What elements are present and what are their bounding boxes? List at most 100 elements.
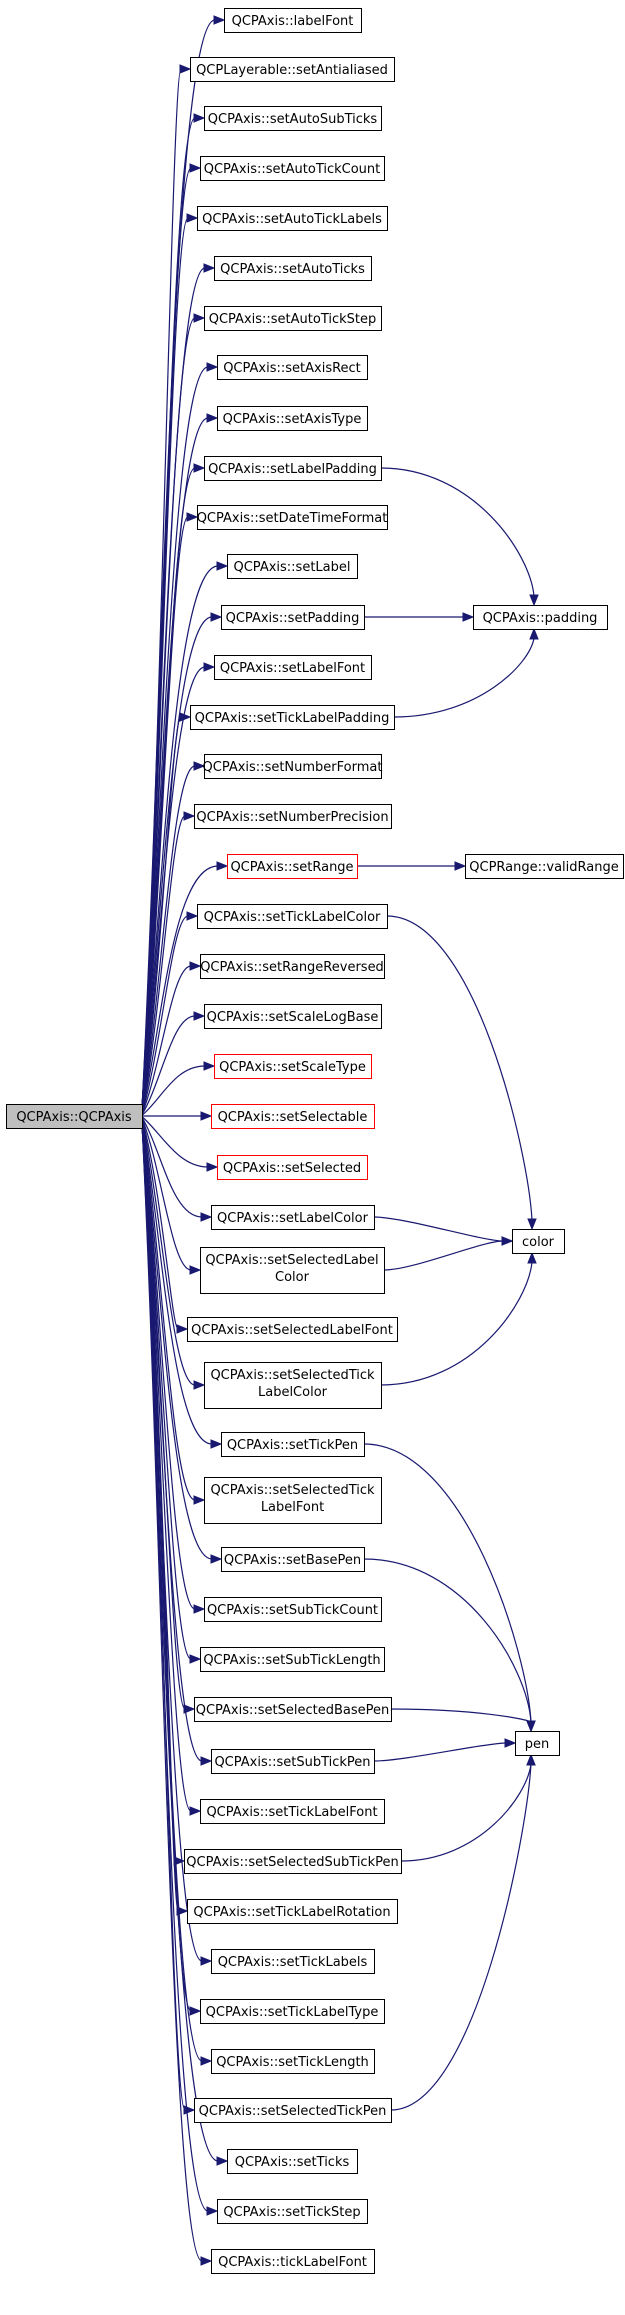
node-setLabelPadding-box — [204, 456, 382, 481]
node-setSelectedLabelColor-label-2: Color — [275, 1270, 310, 1285]
node-setSubTickPen[interactable]: QCPAxis::setSubTickPen — [211, 1749, 375, 1774]
arrowhead-root-to-setSubTickLength — [189, 1654, 202, 1664]
node-setScaleType[interactable]: QCPAxis::setScaleType — [214, 1054, 372, 1079]
node-setRangeReversed[interactable]: QCPAxis::setRangeReversed — [200, 954, 385, 979]
edge-setSelectedSubTickPen-to-pen — [400, 1763, 532, 1862]
node-setRangeReversed-label: QCPAxis::setRangeReversed — [200, 960, 384, 975]
node-setAutoTickStep-box — [204, 306, 382, 331]
arrowhead-setTickLabelColor-to-color — [527, 1218, 537, 1231]
edge-setLabelPadding-to-padding — [380, 467, 535, 597]
node-setSelectedSubTickPen[interactable]: QCPAxis::setSelectedSubTickPen — [184, 1849, 402, 1874]
node-setTickLabelFont[interactable]: QCPAxis::setTickLabelFont — [200, 1799, 385, 1824]
edge-root-to-setSubTickPen — [141, 1123, 203, 1762]
node-pen[interactable]: pen — [515, 1731, 560, 1756]
node-setScaleLogBase[interactable]: QCPAxis::setScaleLogBase — [204, 1004, 382, 1029]
node-setLabel[interactable]: QCPAxis::setLabel — [227, 554, 358, 579]
node-setSubTickLength[interactable]: QCPAxis::setSubTickLength — [200, 1647, 385, 1672]
node-setBasePen[interactable]: QCPAxis::setBasePen — [221, 1547, 365, 1572]
edge-root-to-setDateTimeFormat — [141, 516, 189, 1109]
node-setTickLabelRotation[interactable]: QCPAxis::setTickLabelRotation — [187, 1899, 398, 1924]
node-tickLabelFont-label: QCPAxis::tickLabelFont — [218, 2255, 367, 2270]
node-setPadding-label: QCPAxis::setPadding — [226, 611, 360, 626]
node-validRange[interactable]: QCPRange::validRange — [465, 854, 624, 879]
arrowhead-root-to-setRange — [216, 861, 229, 871]
node-setTickLabelType[interactable]: QCPAxis::setTickLabelType — [200, 1999, 385, 2024]
arrowhead-root-to-setTickLabelColor — [186, 911, 199, 921]
node-setSelectedLabelColor-label-1: QCPAxis::setSelectedLabel — [205, 1253, 378, 1268]
node-setTickLabels[interactable]: QCPAxis::setTickLabels — [211, 1949, 375, 1974]
node-color[interactable]: color — [512, 1229, 565, 1254]
node-padding-label: QCPAxis::padding — [483, 611, 598, 626]
arrowhead-setSelectedLabelColor-to-color — [501, 1236, 514, 1246]
edge-setTickPen-to-pen — [363, 1443, 532, 1723]
node-setAxisType[interactable]: QCPAxis::setAxisType — [217, 406, 368, 431]
node-setPadding[interactable]: QCPAxis::setPadding — [221, 605, 365, 630]
node-setNumberPrecision[interactable]: QCPAxis::setNumberPrecision — [194, 804, 392, 829]
arrowhead-setSelectedTickPen-to-pen — [526, 1753, 536, 1766]
node-setAntialiased-label: QCPLayerable::setAntialiased — [196, 63, 388, 78]
node-setSelectedLabelColor-box — [200, 1247, 385, 1294]
node-setTickLabelPadding[interactable]: QCPAxis::setTickLabelPadding — [190, 705, 395, 730]
arrowhead-root-to-setRangeReversed — [189, 961, 202, 971]
node-setRange[interactable]: QCPAxis::setRange — [227, 854, 358, 879]
node-setSelectedLabelFont-box — [187, 1317, 398, 1342]
node-setTickLabelFont-label: QCPAxis::setTickLabelFont — [206, 1805, 377, 1820]
arrowhead-root-to-setTickLabelPadding — [179, 712, 192, 722]
node-tickLabelFont-box — [211, 2249, 375, 2274]
arrowhead-setSelectedTickLabelColor-to-color — [527, 1251, 537, 1264]
edge-root-to-setPadding — [141, 616, 213, 1110]
node-setAutoSubTicks[interactable]: QCPAxis::setAutoSubTicks — [204, 106, 382, 131]
node-setLabelFont[interactable]: QCPAxis::setLabelFont — [214, 655, 372, 680]
node-setSelectedBasePen[interactable]: QCPAxis::setSelectedBasePen — [194, 1697, 392, 1722]
arrowhead-root-to-setLabel — [216, 561, 229, 571]
node-padding[interactable]: QCPAxis::padding — [473, 605, 608, 630]
node-setTickLabelType-label: QCPAxis::setTickLabelType — [206, 2005, 379, 2020]
node-setTickPen[interactable]: QCPAxis::setTickPen — [221, 1432, 365, 1457]
edge-root-to-setNumberFormat — [141, 765, 196, 1112]
edge-root-to-setSelectedLabelFont — [141, 1118, 179, 1330]
node-pen-label: pen — [525, 1737, 550, 1752]
node-setDateTimeFormat[interactable]: QCPAxis::setDateTimeFormat — [197, 505, 388, 530]
node-setSelectedTickPen[interactable]: QCPAxis::setSelectedTickPen — [194, 2098, 392, 2123]
node-setLabelFont-box — [214, 655, 372, 680]
node-tickLabelFont[interactable]: QCPAxis::tickLabelFont — [211, 2249, 375, 2274]
node-setAntialiased[interactable]: QCPLayerable::setAntialiased — [190, 57, 395, 82]
node-setSubTickPen-label: QCPAxis::setSubTickPen — [214, 1755, 370, 1770]
node-setAutoTickStep[interactable]: QCPAxis::setAutoTickStep — [204, 306, 382, 331]
edge-root-to-setSubTickLength — [141, 1122, 192, 1660]
node-setTickLabelFont-box — [200, 1799, 385, 1824]
arrowhead-root-to-setAutoTickCount — [189, 163, 202, 173]
node-validRange-box — [465, 854, 624, 879]
node-setNumberPrecision-box — [194, 804, 392, 829]
node-setSubTickCount-box — [204, 1597, 382, 1622]
node-setTickLabelColor[interactable]: QCPAxis::setTickLabelColor — [197, 904, 388, 929]
node-setAutoTickLabels[interactable]: QCPAxis::setAutoTickLabels — [197, 206, 388, 231]
node-setRange-label: QCPAxis::setRange — [230, 860, 353, 875]
node-labelFont[interactable]: QCPAxis::labelFont — [224, 8, 362, 33]
edge-root-to-setLabelColor — [141, 1116, 203, 1218]
root-node-qcpaxis[interactable]: QCPAxis::QCPAxis — [6, 1104, 143, 1129]
node-setTickStep[interactable]: QCPAxis::setTickStep — [217, 2199, 368, 2224]
node-setLabelPadding[interactable]: QCPAxis::setLabelPadding — [204, 456, 382, 481]
node-setLabelFont-label: QCPAxis::setLabelFont — [220, 661, 365, 676]
node-setSelectable[interactable]: QCPAxis::setSelectable — [211, 1104, 375, 1129]
node-setScaleLogBase-label: QCPAxis::setScaleLogBase — [207, 1010, 379, 1025]
node-setSelectedBasePen-box — [194, 1697, 392, 1722]
node-setTicks-box — [227, 2149, 358, 2174]
node-setTickLength[interactable]: QCPAxis::setTickLength — [211, 2049, 375, 2074]
node-setSubTickCount[interactable]: QCPAxis::setSubTickCount — [204, 1597, 382, 1622]
node-setSelectedTickLabelFont-label-1: QCPAxis::setSelectedTick — [210, 1483, 375, 1498]
node-setAutoTicks[interactable]: QCPAxis::setAutoTicks — [214, 256, 372, 281]
edge-root-to-setRange — [141, 865, 219, 1114]
node-setTicks[interactable]: QCPAxis::setTicks — [227, 2149, 358, 2174]
node-setLabelColor[interactable]: QCPAxis::setLabelColor — [211, 1205, 375, 1230]
node-setAutoTickCount[interactable]: QCPAxis::setAutoTickCount — [200, 156, 385, 181]
node-setSelectedLabelFont[interactable]: QCPAxis::setSelectedLabelFont — [187, 1317, 398, 1342]
node-setNumberFormat[interactable]: QCPAxis::setNumberFormat — [203, 754, 383, 779]
node-setSelected[interactable]: QCPAxis::setSelected — [217, 1155, 368, 1180]
node-setAxisRect[interactable]: QCPAxis::setAxisRect — [217, 355, 368, 380]
